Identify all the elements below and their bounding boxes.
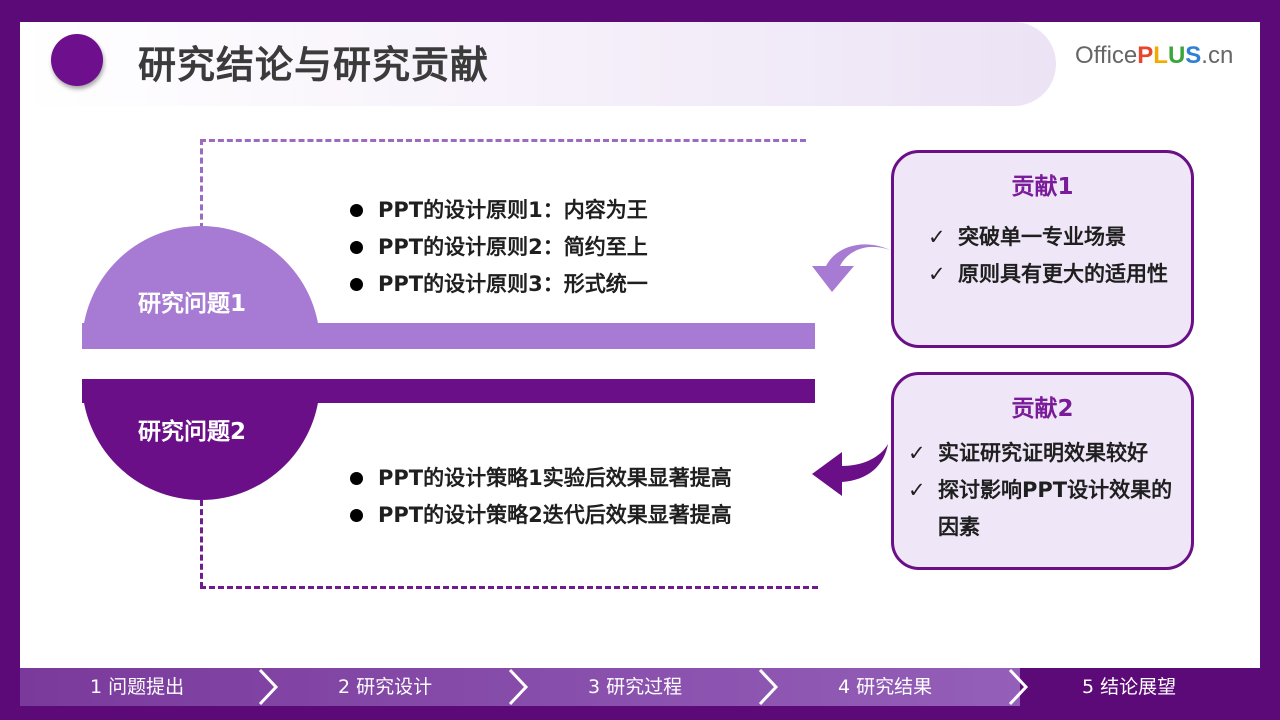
contribution-item: ✓ 原则具有更大的适用性 (928, 256, 1168, 293)
contribution-item-text: 突破单一专业场景 (958, 225, 1126, 249)
chevron-right-icon (758, 668, 779, 706)
nav-item-5[interactable]: 5 结论展望 (1082, 676, 1177, 698)
contribution1-title: 贡献1 (1011, 174, 1074, 200)
contribution1-list: ✓ 突破单一专业场景 ✓ 原则具有更大的适用性 (928, 219, 1168, 293)
logo-cn: .cn (1201, 42, 1234, 69)
chevron-right-icon (508, 668, 529, 706)
principles-list: PPT的设计原则1：内容为王 PPT的设计原则2：简约至上 PPT的设计原则3：… (350, 192, 648, 303)
question2-label: 研究问题2 (138, 419, 247, 445)
nav-active-highlight (1020, 668, 1260, 706)
dashed-line-top (200, 139, 806, 142)
officeplus-logo: OfficePLUS.cn (1075, 42, 1233, 70)
question1-label: 研究问题1 (138, 291, 247, 317)
contribution-item-text: 探讨影响PPT设计效果的因素 (938, 478, 1173, 539)
dashed-line-top-vertical (200, 139, 203, 229)
logo-l: L (1153, 42, 1168, 69)
strategies-list: PPT的设计策略1实验后效果显著提高 PPT的设计策略2迭代后效果显著提高 (350, 460, 732, 534)
chevron-right-icon (1008, 668, 1029, 706)
chevron-right-icon (258, 668, 279, 706)
principle-item: PPT的设计原则2：简约至上 (350, 229, 648, 266)
contribution-item-text: 原则具有更大的适用性 (958, 262, 1168, 286)
principle-item: PPT的设计原则3：形式统一 (350, 266, 648, 303)
logo-u: U (1167, 42, 1186, 69)
contribution1-box: 贡献1 ✓ 突破单一专业场景 ✓ 原则具有更大的适用性 (891, 150, 1194, 348)
contribution-item: ✓ 实证研究证明效果较好 (908, 435, 1188, 472)
contribution2-list: ✓ 实证研究证明效果较好 ✓ 探讨影响PPT设计效果的因素 (908, 435, 1188, 546)
nav-item-1[interactable]: 1 问题提出 (90, 676, 185, 698)
check-icon: ✓ (928, 262, 946, 286)
logo-p: P (1137, 42, 1154, 69)
strategy-item: PPT的设计策略2迭代后效果显著提高 (350, 497, 732, 534)
curved-arrow-left-icon (812, 444, 888, 496)
section-nav: 1 问题提出 2 研究设计 3 研究过程 4 研究结果 5 结论展望 (20, 668, 1260, 706)
principle-item: PPT的设计原则1：内容为王 (350, 192, 648, 229)
logo-office: Office (1075, 42, 1138, 69)
contribution-item: ✓ 探讨影响PPT设计效果的因素 (908, 472, 1188, 546)
slide: 研究结论与研究贡献 OfficePLUS.cn 研究问题1 研究问题2 PPT的… (20, 22, 1260, 668)
title-band (20, 22, 1056, 106)
check-icon: ✓ (928, 225, 946, 249)
curved-arrow-left-icon (812, 244, 890, 292)
logo-s: S (1185, 42, 1202, 69)
page-title: 研究结论与研究贡献 (138, 43, 490, 87)
nav-item-2[interactable]: 2 研究设计 (338, 676, 433, 698)
nav-item-4[interactable]: 4 研究结果 (838, 676, 933, 698)
nav-item-3[interactable]: 3 研究过程 (588, 676, 683, 698)
dashed-line-bottom (200, 586, 818, 589)
check-icon: ✓ (908, 478, 926, 502)
dashed-line-bottom-vertical (200, 500, 203, 588)
contribution2-title: 贡献2 (1011, 396, 1074, 422)
contribution-item: ✓ 突破单一专业场景 (928, 219, 1168, 256)
title-dot (51, 34, 103, 86)
strategy-item: PPT的设计策略1实验后效果显著提高 (350, 460, 732, 497)
contribution-item-text: 实证研究证明效果较好 (938, 441, 1148, 465)
check-icon: ✓ (908, 441, 926, 465)
contribution2-box: 贡献2 ✓ 实证研究证明效果较好 ✓ 探讨影响PPT设计效果的因素 (891, 372, 1194, 570)
